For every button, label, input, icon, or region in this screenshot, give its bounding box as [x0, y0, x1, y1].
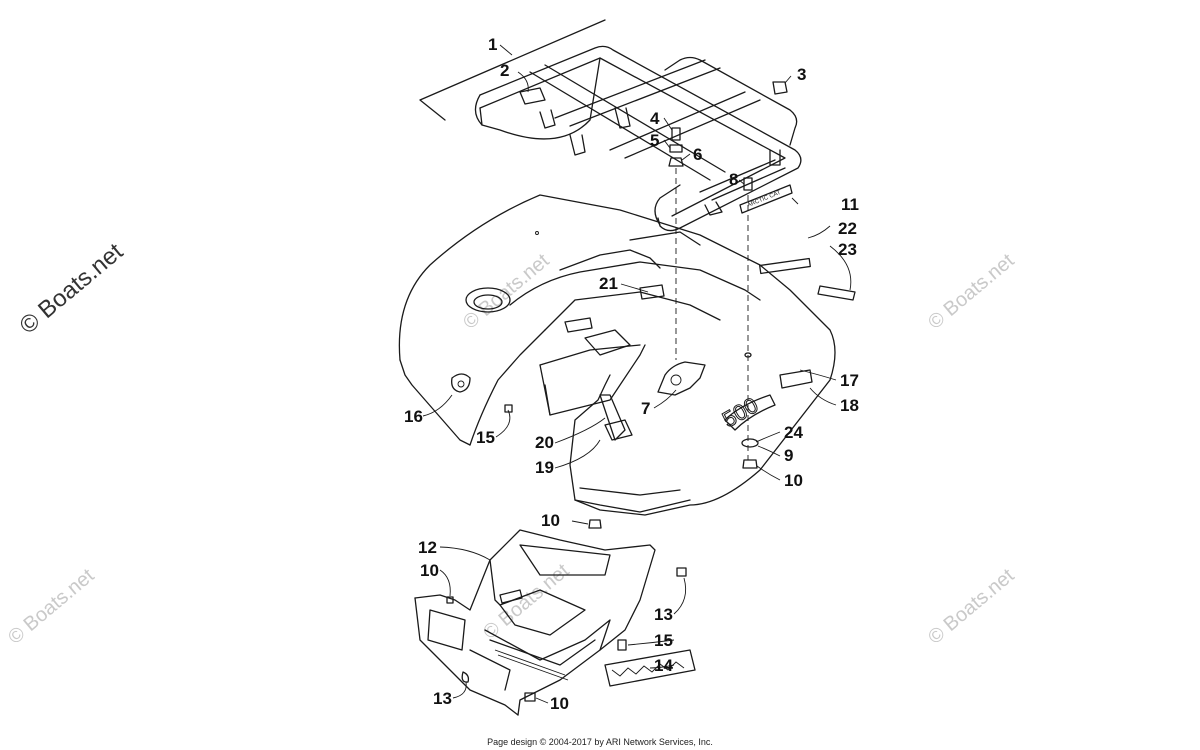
callout-11: 11 — [841, 195, 859, 214]
callout-15: 15 — [476, 428, 495, 447]
footer-copyright: Page design © 2004-2017 by ARI Network S… — [487, 737, 713, 747]
callout-9: 9 — [784, 446, 793, 465]
callout-3: 3 — [797, 65, 806, 84]
rear-rack: ARCTIC CAT — [419, 19, 802, 232]
callout-10c: 10 — [420, 561, 439, 580]
watermark-tile: © Boats.net — [4, 564, 99, 648]
callout-labels: 1 2 3 4 5 6 7 8 9 10 11 12 13 14 15 16 1… — [404, 35, 859, 713]
leader-lines — [422, 44, 852, 704]
callout-15b: 15 — [654, 631, 673, 650]
callout-5: 5 — [650, 131, 659, 150]
callout-8: 8 — [729, 170, 738, 189]
callout-22: 22 — [838, 219, 857, 238]
rear-fender: 500 — [398, 194, 856, 516]
fender-decal-text: 500 — [718, 392, 762, 432]
callout-1: 1 — [488, 35, 497, 54]
callout-14: 14 — [654, 656, 673, 675]
callout-19: 19 — [535, 458, 554, 477]
callout-6: 6 — [693, 145, 702, 164]
callout-18: 18 — [840, 396, 859, 415]
watermark-side: © Boats.net — [15, 238, 129, 340]
callout-23: 23 — [838, 240, 857, 259]
watermark-group: © Boats.net © Boats.net © Boats.net © Bo… — [4, 238, 1019, 649]
callout-24: 24 — [784, 423, 803, 442]
callout-10d: 10 — [550, 694, 569, 713]
footwell-panel — [414, 529, 687, 716]
callout-17: 17 — [840, 371, 859, 390]
callout-10b: 10 — [541, 511, 560, 530]
callout-10: 10 — [784, 471, 803, 490]
callout-16: 16 — [404, 407, 423, 426]
callout-21: 21 — [599, 274, 618, 293]
callout-7: 7 — [641, 399, 650, 418]
watermark-tile: © Boats.net — [479, 559, 574, 643]
hardware-stack — [588, 127, 759, 529]
callout-4: 4 — [650, 109, 660, 128]
callout-2: 2 — [500, 61, 509, 80]
watermark-tile: © Boats.net — [924, 249, 1019, 333]
watermark-tile: © Boats.net — [924, 564, 1019, 648]
footrest-plate — [604, 639, 696, 687]
callout-13b: 13 — [433, 689, 452, 708]
callout-13: 13 — [654, 605, 673, 624]
callout-20: 20 — [535, 433, 554, 452]
callout-12: 12 — [418, 538, 437, 557]
